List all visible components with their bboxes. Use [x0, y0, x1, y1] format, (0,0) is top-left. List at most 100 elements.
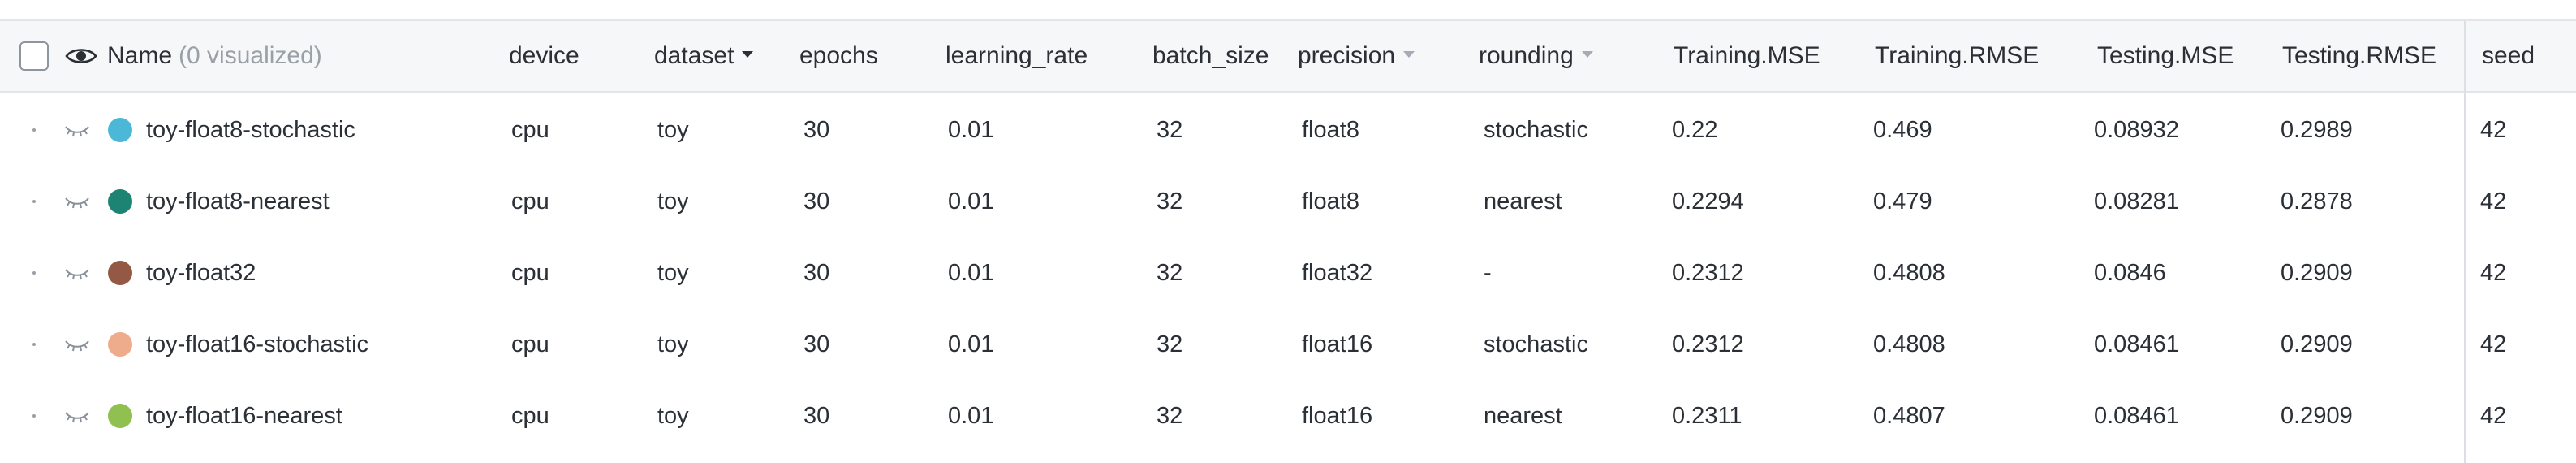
chevron-down-icon[interactable]	[1403, 51, 1415, 58]
cell-learning-rate: 0.01	[948, 331, 994, 357]
cell-rounding: stochastic	[1484, 116, 1588, 143]
chevron-down-icon[interactable]	[742, 51, 754, 58]
eye-closed-icon[interactable]	[63, 120, 91, 140]
column-seed-label: seed	[2482, 42, 2535, 69]
table-row[interactable]: toy-float32 cpu toy 30 0.01 32 float32 -…	[0, 237, 2506, 309]
cell-testing-rmse: 0.2878	[2281, 188, 2353, 214]
drag-handle-icon[interactable]	[32, 343, 36, 346]
column-header-rounding[interactable]: rounding	[1479, 21, 1593, 91]
cell-batch-size: 32	[1157, 331, 1183, 357]
column-header-epochs[interactable]: epochs	[799, 21, 878, 91]
cell-dataset: toy	[657, 259, 689, 286]
visualized-count: (0 visualized)	[179, 42, 322, 69]
eye-closed-icon[interactable]	[63, 406, 91, 426]
column-header-testing-mse[interactable]: Testing.MSE	[2097, 21, 2234, 91]
cell-learning-rate: 0.01	[948, 402, 994, 429]
cell-training-mse: 0.22	[1672, 116, 1718, 143]
cell-seed: 42	[2480, 188, 2507, 214]
cell-training-mse: 0.2294	[1672, 188, 1744, 214]
cell-precision: float32	[1302, 259, 1373, 286]
column-header-device[interactable]: device	[509, 21, 579, 91]
cell-batch-size: 32	[1157, 188, 1183, 214]
column-header-training-rmse[interactable]: Training.RMSE	[1875, 21, 2039, 91]
chevron-down-icon[interactable]	[1581, 51, 1593, 58]
eye-icon[interactable]	[65, 45, 97, 67]
cell-testing-mse: 0.08932	[2094, 116, 2179, 143]
frozen-column-divider	[2464, 21, 2466, 463]
drag-handle-icon[interactable]	[32, 128, 36, 132]
column-learning-rate-label: learning_rate	[946, 42, 1088, 69]
column-header-precision[interactable]: precision	[1298, 21, 1415, 91]
cell-testing-rmse: 0.2909	[2281, 259, 2353, 286]
cell-precision: float16	[1302, 331, 1373, 357]
drag-handle-icon[interactable]	[32, 414, 36, 418]
column-device-label: device	[509, 42, 579, 69]
cell-seed: 42	[2480, 116, 2507, 143]
cell-device: cpu	[511, 331, 549, 357]
column-dataset-label: dataset	[654, 42, 734, 69]
column-header-learning-rate[interactable]: learning_rate	[946, 21, 1088, 91]
cell-epochs: 30	[803, 402, 830, 429]
eye-closed-icon[interactable]	[63, 335, 91, 354]
drag-handle-icon[interactable]	[32, 271, 36, 275]
run-color-swatch[interactable]	[108, 332, 132, 357]
run-name[interactable]: toy-float32	[146, 259, 256, 286]
cell-learning-rate: 0.01	[948, 116, 994, 143]
column-header-training-mse[interactable]: Training.MSE	[1674, 21, 1820, 91]
column-header-name[interactable]: Name (0 visualized)	[107, 21, 322, 91]
cell-seed: 42	[2480, 331, 2507, 357]
run-color-swatch[interactable]	[108, 118, 132, 142]
table-row[interactable]: toy-float16-nearest cpu toy 30 0.01 32 f…	[0, 380, 2506, 452]
cell-learning-rate: 0.01	[948, 259, 994, 286]
run-color-swatch[interactable]	[108, 404, 132, 428]
column-header-seed[interactable]: seed	[2482, 21, 2535, 91]
table-row[interactable]: toy-float8-stochastic cpu toy 30 0.01 32…	[0, 94, 2506, 166]
cell-precision: float8	[1302, 188, 1359, 214]
cell-dataset: toy	[657, 402, 689, 429]
cell-training-rmse: 0.4808	[1873, 259, 1945, 286]
cell-batch-size: 32	[1157, 259, 1183, 286]
run-color-swatch[interactable]	[108, 189, 132, 214]
column-epochs-label: epochs	[799, 42, 878, 69]
column-precision-label: precision	[1298, 42, 1396, 69]
column-testing-mse-label: Testing.MSE	[2097, 42, 2234, 69]
cell-training-rmse: 0.479	[1873, 188, 1932, 214]
drag-handle-icon[interactable]	[32, 200, 36, 203]
column-header-batch-size[interactable]: batch_size	[1152, 21, 1269, 91]
run-name[interactable]: toy-float8-stochastic	[146, 116, 355, 143]
column-training-rmse-label: Training.RMSE	[1875, 42, 2040, 69]
cell-testing-mse: 0.0846	[2094, 259, 2166, 286]
column-testing-rmse-label: Testing.RMSE	[2282, 42, 2437, 69]
cell-precision: float8	[1302, 116, 1359, 143]
cell-dataset: toy	[657, 116, 689, 143]
select-all-checkbox[interactable]	[19, 41, 49, 71]
run-color-swatch[interactable]	[108, 261, 132, 285]
cell-rounding: nearest	[1484, 402, 1562, 429]
column-rounding-label: rounding	[1479, 42, 1574, 69]
cell-seed: 42	[2480, 259, 2507, 286]
cell-learning-rate: 0.01	[948, 188, 994, 214]
cell-training-mse: 0.2312	[1672, 259, 1744, 286]
cell-epochs: 30	[803, 331, 830, 357]
column-header-testing-rmse[interactable]: Testing.RMSE	[2282, 21, 2436, 91]
table-row[interactable]: toy-float8-nearest cpu toy 30 0.01 32 fl…	[0, 166, 2506, 237]
cell-epochs: 30	[803, 188, 830, 214]
run-name[interactable]: toy-float8-nearest	[146, 188, 330, 214]
top-divider	[0, 19, 2576, 21]
table-row[interactable]: toy-float16-stochastic cpu toy 30 0.01 3…	[0, 309, 2506, 380]
cell-testing-rmse: 0.2909	[2281, 402, 2353, 429]
run-name[interactable]: toy-float16-stochastic	[146, 331, 369, 357]
eye-closed-icon[interactable]	[63, 263, 91, 283]
cell-testing-mse: 0.08461	[2094, 331, 2179, 357]
eye-closed-icon[interactable]	[63, 192, 91, 211]
run-name[interactable]: toy-float16-nearest	[146, 402, 342, 429]
cell-rounding: nearest	[1484, 188, 1562, 214]
cell-training-mse: 0.2312	[1672, 331, 1744, 357]
cell-training-mse: 0.2311	[1672, 402, 1742, 429]
cell-dataset: toy	[657, 188, 689, 214]
cell-seed: 42	[2480, 402, 2507, 429]
column-header-dataset[interactable]: dataset	[654, 21, 754, 91]
cell-device: cpu	[511, 116, 549, 143]
cell-device: cpu	[511, 402, 549, 429]
